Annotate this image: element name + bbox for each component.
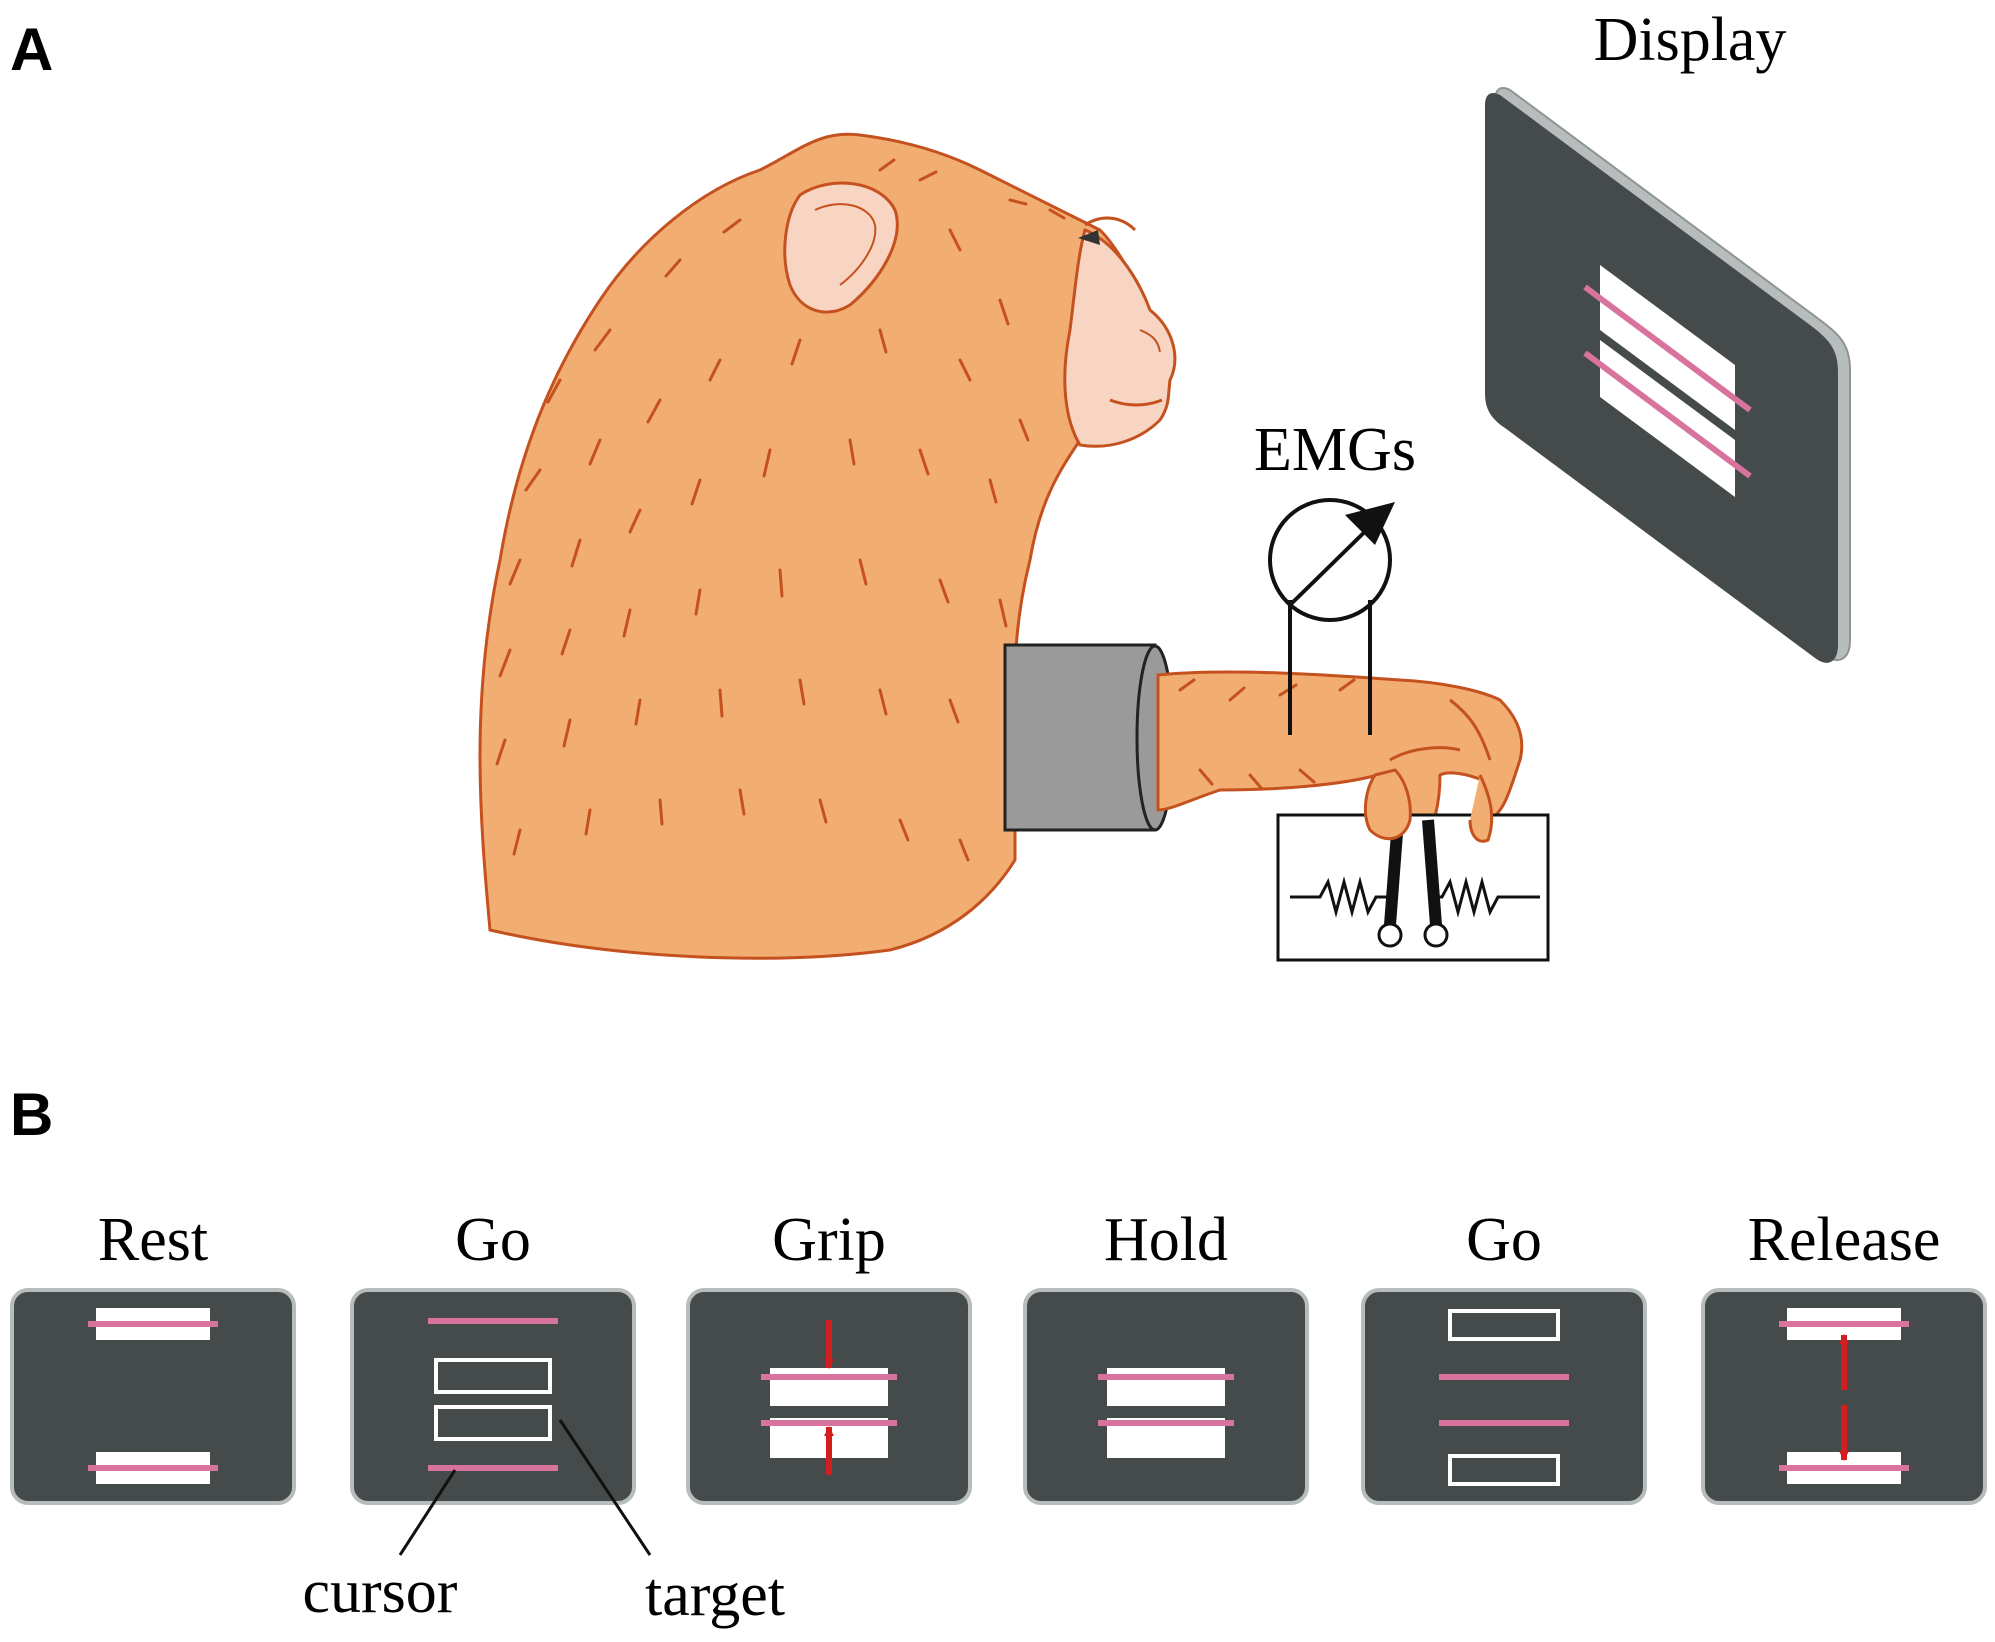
panel-a-letter: A	[10, 16, 53, 83]
phase-label: Go	[1466, 1206, 1542, 1274]
monkey-body	[478, 132, 1174, 960]
phase-annotations: cursor target	[303, 1419, 785, 1629]
fur-strokes	[495, 158, 1066, 862]
phase-label: Go	[455, 1206, 531, 1274]
phase-1: Rest	[10, 1206, 296, 1505]
phase-screen	[10, 1288, 296, 1505]
monkey-illustration	[478, 132, 1177, 960]
phase-screen	[1701, 1288, 1987, 1505]
emg-label: EMGs	[1254, 416, 1416, 484]
phase-screen	[350, 1288, 636, 1505]
phase-label: Rest	[98, 1206, 208, 1274]
gap	[1107, 1406, 1225, 1418]
phase-panels: Rest Go Grip Hold Go Release	[10, 1206, 1987, 1505]
display-label: Display	[1594, 6, 1787, 74]
emg-meter	[1268, 498, 1395, 735]
phase-label: Release	[1748, 1206, 1941, 1274]
monkey-arm	[1156, 670, 1524, 848]
phase-screen	[1361, 1288, 1647, 1505]
cursor-label: cursor	[303, 1558, 458, 1626]
display-monitor	[1485, 87, 1851, 663]
phase-4: Hold	[1023, 1206, 1309, 1505]
grip-device	[1276, 813, 1550, 962]
target-label: target	[645, 1561, 785, 1629]
target-outline	[434, 1405, 552, 1441]
monkey-face	[1063, 227, 1177, 448]
phase-5: Go	[1361, 1206, 1647, 1505]
phase-3: Grip	[686, 1206, 972, 1505]
target-outline	[1448, 1309, 1560, 1341]
target-outline	[434, 1358, 552, 1394]
phase-label: Hold	[1104, 1206, 1228, 1274]
monkey-fingers	[1363, 768, 1494, 843]
target-outline	[1448, 1454, 1560, 1486]
monkey-ear	[783, 181, 899, 314]
arrow-icon	[1345, 502, 1395, 545]
phase-label: Grip	[772, 1206, 886, 1274]
phase-6: Release	[1701, 1206, 1987, 1505]
panel-b-letter: B	[10, 1081, 53, 1148]
phase-2: Go	[350, 1206, 636, 1505]
monkey-eye	[1078, 230, 1100, 245]
display-screen-content	[1583, 265, 1752, 497]
arm-sleeve	[1003, 643, 1175, 832]
cursor-pointer-line	[398, 1469, 457, 1556]
target-pointer-line	[558, 1419, 652, 1556]
gap	[770, 1406, 888, 1418]
